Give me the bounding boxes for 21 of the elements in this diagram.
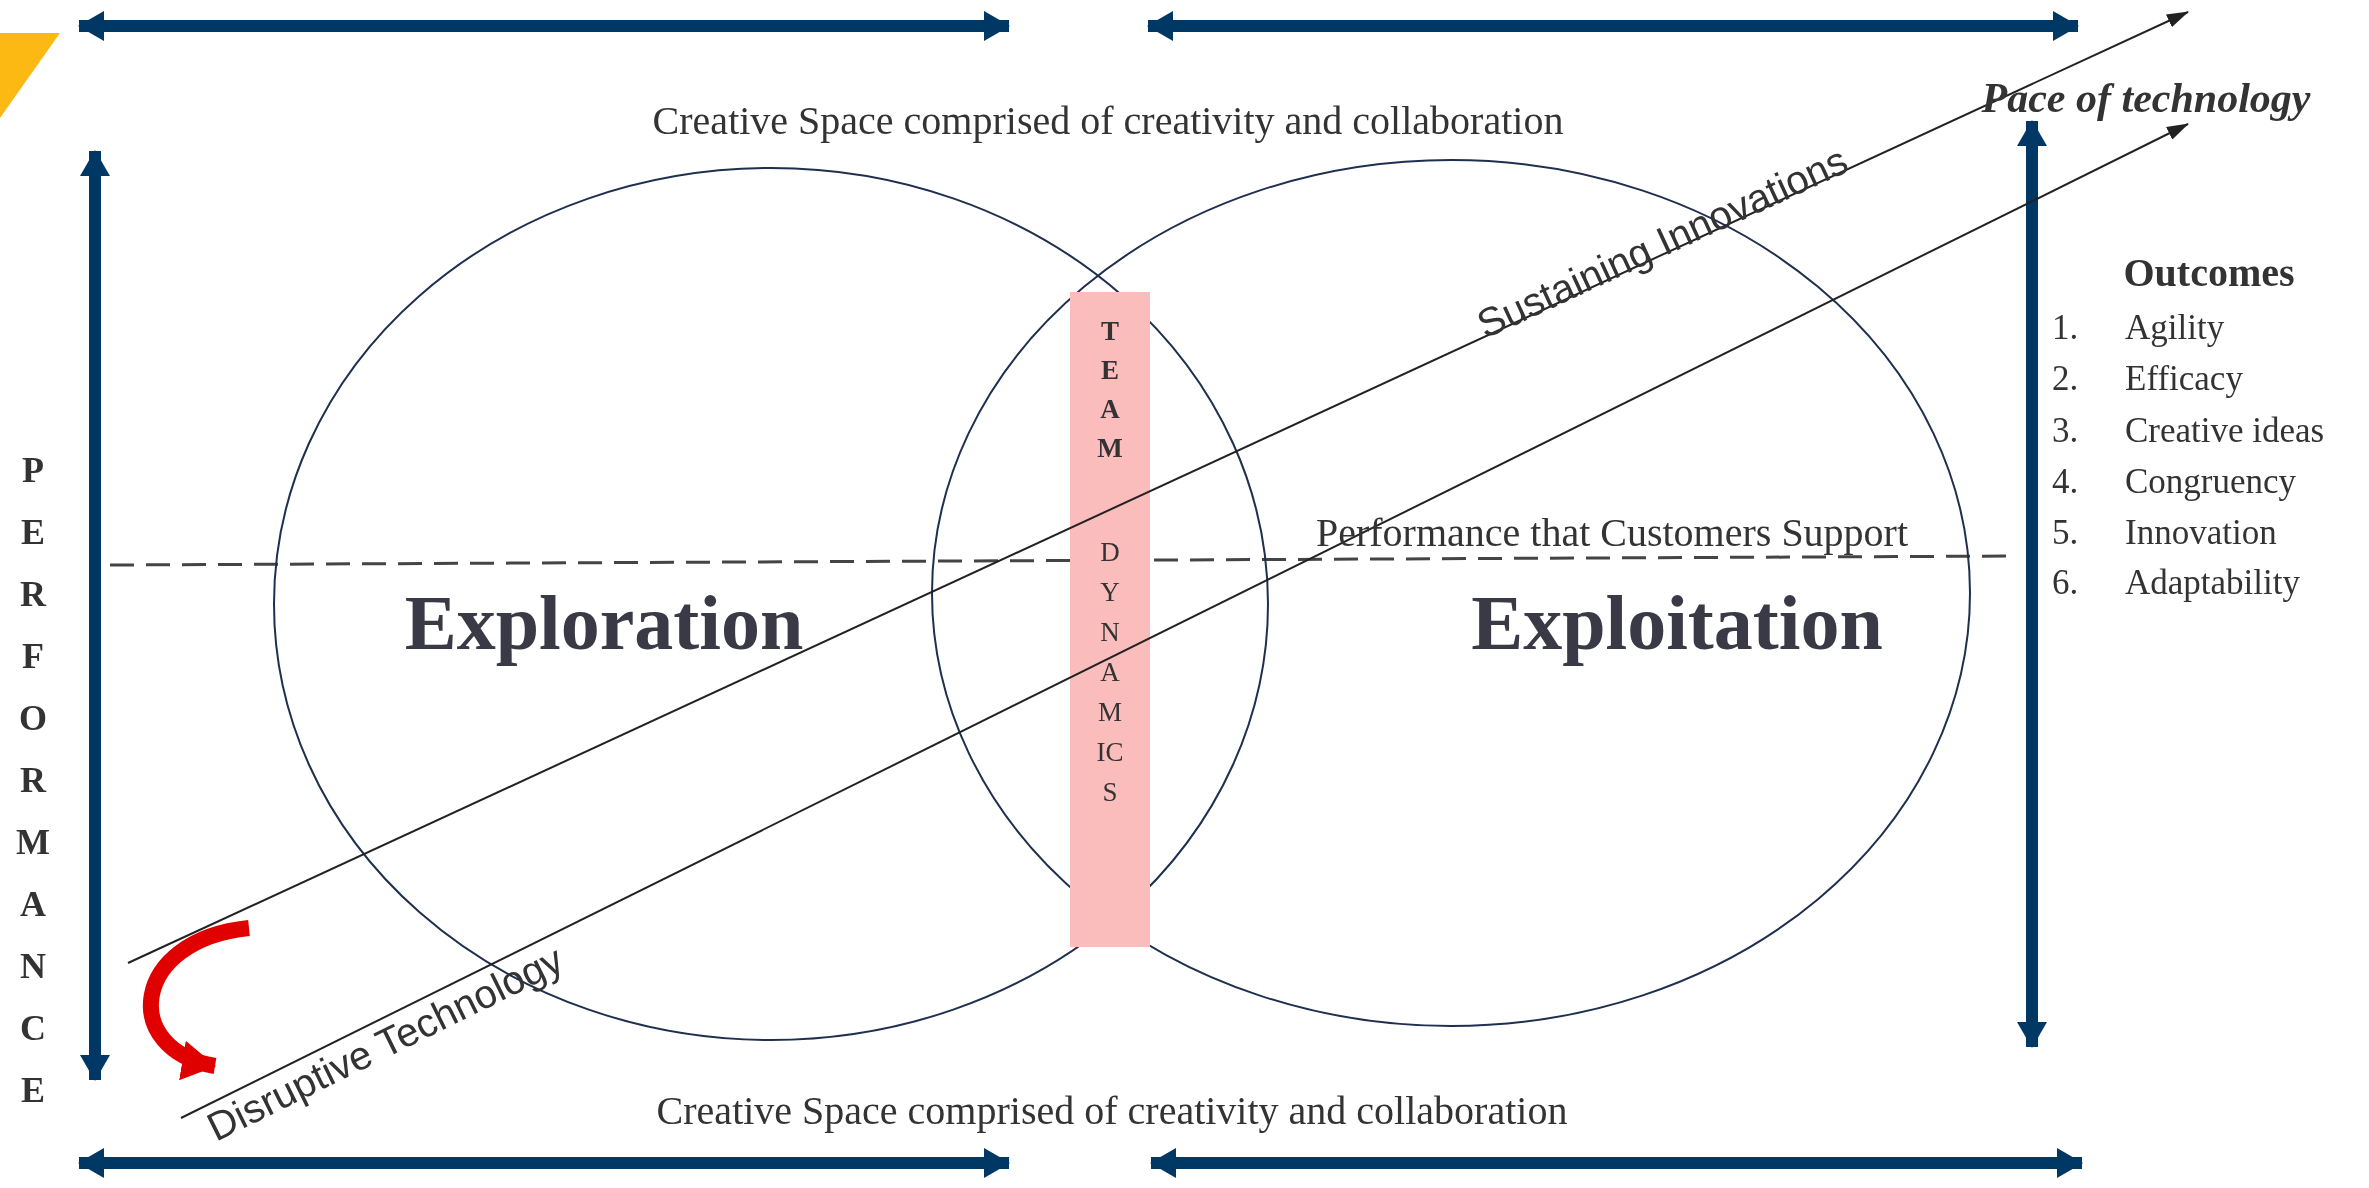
text-label: Creative Space comprised of creativity and collaboration <box>656 1089 1568 1133</box>
text-label: Creative Space comprised of creativity and collaboration <box>652 99 1564 143</box>
axis-label: PERFORMANCE <box>15 449 51 1112</box>
list-item: 1. <box>2052 308 2079 348</box>
vertical-label: DYNAMICS <box>1095 536 1125 809</box>
list-item: 4. <box>2052 462 2079 502</box>
heading-label: Exploitation <box>1471 580 1883 666</box>
list-item: Innovation <box>2125 513 2277 553</box>
list-item: Agility <box>2125 308 2225 348</box>
text-label: Outcomes <box>2123 251 2295 295</box>
list-item: 5. <box>2052 513 2079 553</box>
vertical-label: TEAM <box>1096 315 1124 465</box>
list-item: 6. <box>2052 563 2079 603</box>
list-item: 2. <box>2052 359 2079 399</box>
list-item: Adaptability <box>2125 563 2300 603</box>
list-item: 3. <box>2052 411 2079 451</box>
team-dynamics-bar <box>1070 292 1150 947</box>
list-item: Creative ideas <box>2125 411 2325 451</box>
list-item: Congruency <box>2125 462 2297 502</box>
heading-label: Exploration <box>404 580 804 666</box>
list-item: Efficacy <box>2125 359 2243 399</box>
